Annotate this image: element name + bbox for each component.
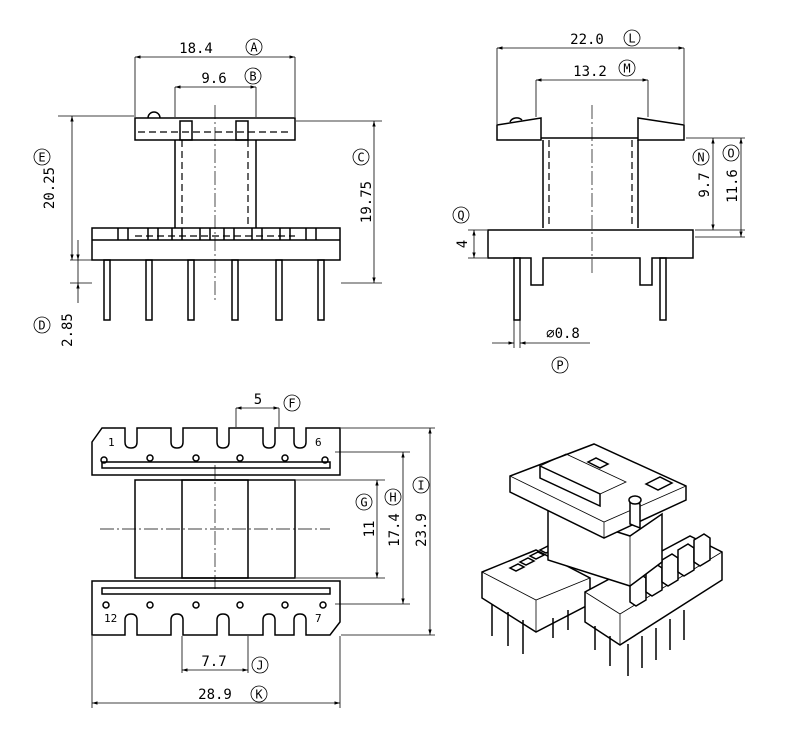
dim-o-value: 11.6 [725,169,741,203]
pin-6-label: 6 [315,436,322,449]
dim-k-value: 28.9 [198,687,232,703]
dim-j-label: J [256,659,263,673]
isometric-view [481,443,723,676]
side-view: 22.0 L 13.2 M 9.7 N 11.6 O 4 Q [452,29,745,374]
dim-e-label: E [38,151,45,165]
dim-j-value: 7.7 [201,654,226,670]
pin-1-label: 1 [108,436,115,449]
dim-q-label: Q [457,209,464,223]
dim-c-value: 19.75 [359,181,375,223]
dim-f-value: 5 [254,392,262,408]
pin-12-label: 12 [104,612,117,625]
front-view: 18.4 A 9.6 B 20.25 E 19.75 C 2.85 D [33,38,382,347]
dim-h-value: 17.4 [387,513,403,547]
dim-m-label: M [623,62,630,76]
dim-c-label: C [357,151,364,165]
dim-g-value: 11 [362,521,378,538]
dim-h-label: H [389,491,396,505]
dim-q-value: 4 [455,240,471,248]
dim-n-label: N [697,151,704,165]
dim-a-label: A [250,41,258,55]
dim-g-label: G [360,496,367,510]
dim-a-value: 18.4 [179,41,213,57]
dim-b-value: 9.6 [201,71,226,87]
dim-l-value: 22.0 [570,32,604,48]
dim-f-label: F [288,397,295,411]
dim-b-label: B [249,70,256,84]
dim-m-value: 13.2 [573,64,607,80]
dim-d-label: D [38,319,45,333]
dim-o-label: O [727,147,734,161]
dim-i-value: 23.9 [414,513,430,547]
dim-n-value: 9.7 [697,172,713,197]
pin-7-label: 7 [315,612,322,625]
dim-k-label: K [255,688,263,702]
dim-p-value: ⌀0.8 [546,326,580,342]
top-view: 1 6 12 7 5 F 11 G 17.4 H 23.9 I [91,392,435,708]
dim-i-label: I [417,479,424,493]
dim-e-value: 20.25 [42,167,58,209]
dim-l-label: L [628,32,635,46]
dim-d-value: 2.85 [60,313,76,347]
dim-p-label: P [556,359,563,373]
